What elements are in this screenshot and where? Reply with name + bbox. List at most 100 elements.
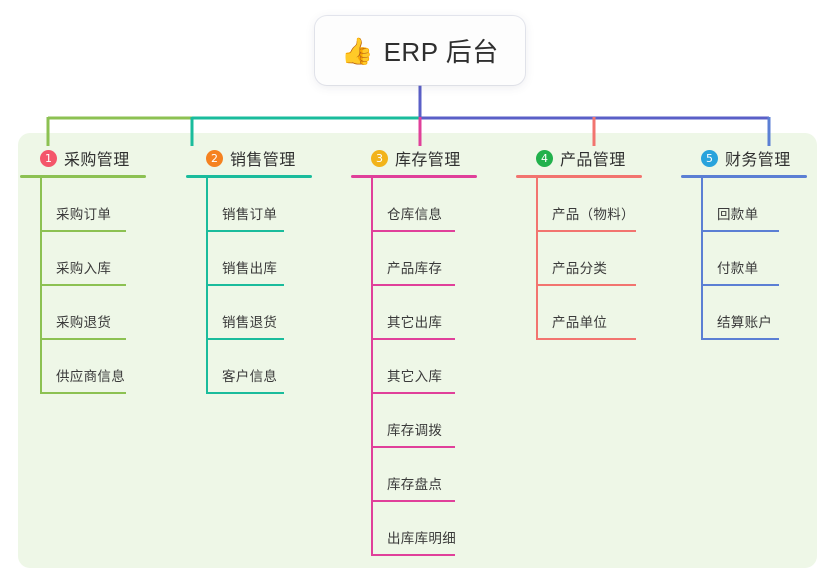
list-item[interactable]: 客户信息 bbox=[186, 340, 312, 394]
branch-product: 4 产品管理 产品（物料） 产品分类 产品单位 bbox=[516, 146, 642, 340]
branch-purchasing: 1 采购管理 采购订单 采购入库 采购退货 供应商信息 bbox=[20, 146, 146, 394]
branch-spine-3 bbox=[371, 178, 373, 556]
branch-rule-3 bbox=[351, 175, 477, 178]
leaf-rule bbox=[371, 230, 455, 232]
branch-spine-5 bbox=[701, 178, 703, 340]
branch-rule-5 bbox=[681, 175, 807, 178]
leaf-label: 仓库信息 bbox=[387, 207, 443, 222]
leaf-list-4: 产品（物料） 产品分类 产品单位 bbox=[516, 178, 642, 340]
branch-title-1: 采购管理 bbox=[64, 152, 130, 169]
branch-spine-4 bbox=[536, 178, 538, 340]
leaf-label: 回款单 bbox=[717, 207, 759, 222]
list-item[interactable]: 付款单 bbox=[681, 232, 807, 286]
list-item[interactable]: 采购订单 bbox=[20, 178, 146, 232]
leaf-label: 销售出库 bbox=[222, 261, 278, 276]
branch-badge-2: 2 bbox=[206, 149, 223, 167]
leaf-rule bbox=[371, 392, 455, 394]
leaf-rule bbox=[206, 338, 284, 340]
leaf-label: 产品（物料） bbox=[552, 207, 635, 222]
list-item[interactable]: 结算账户 bbox=[681, 286, 807, 340]
branch-title-4: 产品管理 bbox=[560, 152, 626, 169]
branch-badge-1: 1 bbox=[40, 149, 57, 167]
leaf-label: 采购入库 bbox=[56, 261, 112, 276]
leaf-label: 客户信息 bbox=[222, 369, 278, 384]
list-item[interactable]: 其它出库 bbox=[351, 286, 477, 340]
list-item[interactable]: 产品库存 bbox=[351, 232, 477, 286]
leaf-label: 结算账户 bbox=[717, 315, 773, 330]
list-item[interactable]: 产品（物料） bbox=[516, 178, 642, 232]
branch-title-3: 库存管理 bbox=[395, 152, 461, 169]
branch-finance: 5 财务管理 回款单 付款单 结算账户 bbox=[681, 146, 807, 340]
leaf-rule bbox=[206, 230, 284, 232]
leaf-rule bbox=[40, 338, 126, 340]
branch-header[interactable]: 2 销售管理 bbox=[186, 146, 312, 170]
leaf-label: 其它出库 bbox=[387, 315, 443, 330]
leaf-list-2: 销售订单 销售出库 销售退货 客户信息 bbox=[186, 178, 312, 394]
leaf-rule bbox=[701, 230, 779, 232]
leaf-label: 销售订单 bbox=[222, 207, 278, 222]
branch-title-2: 销售管理 bbox=[230, 152, 296, 169]
list-item[interactable]: 产品分类 bbox=[516, 232, 642, 286]
branch-rule-2 bbox=[186, 175, 312, 178]
branches-panel bbox=[18, 133, 817, 568]
list-item[interactable]: 采购入库 bbox=[20, 232, 146, 286]
branch-title-5: 财务管理 bbox=[725, 152, 791, 169]
list-item[interactable]: 销售订单 bbox=[186, 178, 312, 232]
leaf-rule bbox=[536, 284, 636, 286]
branch-badge-3: 3 bbox=[371, 149, 388, 167]
list-item[interactable]: 库存调拨 bbox=[351, 394, 477, 448]
leaf-label: 出库库明细 bbox=[387, 531, 456, 546]
leaf-label: 产品单位 bbox=[552, 315, 608, 330]
list-item[interactable]: 出库库明细 bbox=[351, 502, 477, 556]
leaf-list-5: 回款单 付款单 结算账户 bbox=[681, 178, 807, 340]
leaf-list-1: 采购订单 采购入库 采购退货 供应商信息 bbox=[20, 178, 146, 394]
root-node[interactable]: 👍 ERP 后台 bbox=[315, 16, 525, 85]
leaf-rule bbox=[536, 230, 636, 232]
list-item[interactable]: 库存盘点 bbox=[351, 448, 477, 502]
leaf-rule bbox=[40, 230, 126, 232]
branch-header[interactable]: 4 产品管理 bbox=[516, 146, 642, 170]
leaf-rule bbox=[206, 392, 284, 394]
branch-inventory: 3 库存管理 仓库信息 产品库存 其它出库 其它入库 库存调拨 bbox=[351, 146, 477, 556]
branch-header[interactable]: 5 财务管理 bbox=[681, 146, 807, 170]
leaf-rule bbox=[371, 338, 455, 340]
leaf-list-3: 仓库信息 产品库存 其它出库 其它入库 库存调拨 库存盘点 bbox=[351, 178, 477, 556]
list-item[interactable]: 仓库信息 bbox=[351, 178, 477, 232]
leaf-rule bbox=[40, 392, 126, 394]
leaf-label: 产品分类 bbox=[552, 261, 608, 276]
leaf-rule bbox=[536, 338, 636, 340]
branch-header[interactable]: 1 采购管理 bbox=[20, 146, 146, 170]
leaf-label: 产品库存 bbox=[387, 261, 443, 276]
leaf-label: 采购订单 bbox=[56, 207, 112, 222]
root-title: ERP 后台 bbox=[383, 37, 499, 67]
leaf-label: 销售退货 bbox=[222, 315, 278, 330]
leaf-label: 库存调拨 bbox=[387, 423, 443, 438]
list-item[interactable]: 其它入库 bbox=[351, 340, 477, 394]
list-item[interactable]: 产品单位 bbox=[516, 286, 642, 340]
leaf-label: 采购退货 bbox=[56, 315, 112, 330]
leaf-rule bbox=[371, 554, 455, 556]
list-item[interactable]: 采购退货 bbox=[20, 286, 146, 340]
leaf-rule bbox=[40, 284, 126, 286]
leaf-rule bbox=[371, 284, 455, 286]
branch-badge-5: 5 bbox=[701, 149, 718, 167]
branch-rule-1 bbox=[20, 175, 146, 178]
list-item[interactable]: 回款单 bbox=[681, 178, 807, 232]
leaf-label: 付款单 bbox=[717, 261, 759, 276]
list-item[interactable]: 销售出库 bbox=[186, 232, 312, 286]
leaf-rule bbox=[206, 284, 284, 286]
leaf-rule bbox=[701, 338, 779, 340]
branch-spine-1 bbox=[40, 178, 42, 394]
leaf-rule bbox=[371, 500, 455, 502]
branch-spine-2 bbox=[206, 178, 208, 394]
list-item[interactable]: 供应商信息 bbox=[20, 340, 146, 394]
branch-rule-4 bbox=[516, 175, 642, 178]
branch-header[interactable]: 3 库存管理 bbox=[351, 146, 477, 170]
list-item[interactable]: 销售退货 bbox=[186, 286, 312, 340]
leaf-label: 其它入库 bbox=[387, 369, 443, 384]
branch-badge-4: 4 bbox=[536, 149, 553, 167]
leaf-label: 供应商信息 bbox=[56, 369, 125, 384]
leaf-label: 库存盘点 bbox=[387, 477, 443, 492]
leaf-rule bbox=[701, 284, 779, 286]
